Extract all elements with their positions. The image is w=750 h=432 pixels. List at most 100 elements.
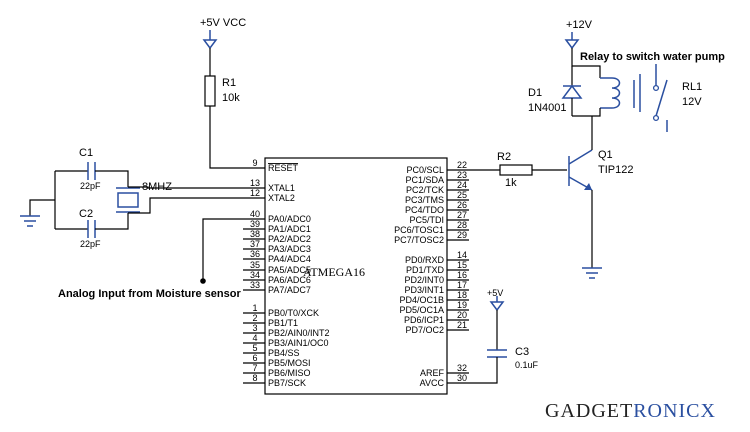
pin-name: PD7/OC2: [405, 325, 444, 335]
pin-number: 39: [250, 219, 260, 229]
pin-name: PB2/AIN0/INT2: [268, 328, 330, 338]
c3-ref: C3: [515, 346, 529, 358]
q1-emitter-arrow: [584, 183, 592, 190]
brand-b: RONICX: [633, 400, 716, 422]
pin-name: RESET: [268, 163, 299, 173]
pin-number: 35: [250, 260, 260, 270]
analog-note: Analog Input from Moisture sensor: [58, 288, 241, 300]
pin-name: PB4/SS: [268, 348, 300, 358]
pin-number: 38: [250, 229, 260, 239]
pin-number: 8: [252, 373, 257, 383]
pin-number: 24: [457, 180, 467, 190]
chip-name: ATMEGA16: [303, 265, 365, 279]
pin-number: 1: [252, 303, 257, 313]
r1-value: 10k: [222, 92, 240, 104]
xtal2-wire: [128, 197, 243, 214]
pin-number: 19: [457, 300, 467, 310]
pin-name: PB0/T0/XCK: [268, 308, 319, 318]
crystal-body: [117, 192, 139, 208]
pin-name: PA5/ADC5: [268, 265, 311, 275]
mcu-body: [264, 157, 448, 395]
relay-note: Relay to switch water pump: [580, 51, 725, 63]
vcc12-symbol: [564, 32, 580, 50]
relay-bottom-wire: [572, 108, 601, 117]
pin-number: 7: [252, 363, 257, 373]
vcc5-symbol: [202, 30, 218, 50]
pin-number: 15: [457, 260, 467, 270]
pin-number: 25: [457, 190, 467, 200]
pin-number: 13: [250, 178, 260, 188]
pin-number: 30: [457, 373, 467, 383]
xtal1-wire: [128, 186, 243, 189]
relay-switch-arm: [655, 79, 668, 117]
d1-value: 1N4001: [528, 102, 567, 114]
r2-ref: R2: [497, 151, 511, 163]
pin-name: PD1/TXD: [406, 265, 445, 275]
pin-name: PA4/ADC4: [268, 254, 311, 264]
relay-contact-node-top: [652, 84, 660, 92]
pin-name: PC5/TDI: [409, 215, 444, 225]
c2-right-wire: [95, 213, 129, 230]
pin-name: PA6/ADC6: [268, 275, 311, 285]
c2-value: 22pF: [80, 239, 101, 249]
rl1-ref: RL1: [682, 81, 702, 93]
c3-value: 0.1uF: [515, 360, 539, 370]
pin-name: PC0/SCL: [406, 165, 444, 175]
brand-a: GADGET: [545, 400, 633, 422]
pin-name: PB1/T1: [268, 318, 298, 328]
pin-number: 16: [457, 270, 467, 280]
pin-number: 27: [457, 210, 467, 220]
relay-coil: [600, 77, 621, 109]
q1-ref: Q1: [598, 149, 613, 161]
analog-input-node: [200, 278, 206, 284]
pin-number: 17: [457, 280, 467, 290]
pin-number: 22: [457, 160, 467, 170]
avcc-wire: [469, 357, 498, 384]
pin-name: PB5/MOSI: [268, 358, 311, 368]
pin-number: 4: [252, 333, 257, 343]
q1-collector-leg: [568, 149, 593, 165]
c1-right-wire: [95, 170, 129, 187]
pin-number: 40: [250, 209, 260, 219]
crystal-value: 8MHZ: [142, 181, 172, 193]
pin-name: PC1/SDA: [405, 175, 444, 185]
pin-name: PB3/AIN1/OC0: [268, 338, 329, 348]
pin-number: 9: [252, 158, 257, 168]
pin-number: 12: [250, 188, 260, 198]
pin-name: PA1/ADC1: [268, 224, 311, 234]
pin-number: 23: [457, 170, 467, 180]
vcc12-label: +12V: [566, 19, 593, 31]
pin-number: 5: [252, 343, 257, 353]
r2-resistor: [499, 164, 533, 176]
brand-logo: GADGETRONICX: [545, 400, 716, 422]
pin-number: 2: [252, 313, 257, 323]
diode-triangle: [561, 84, 583, 99]
vcc5-label: +5V VCC: [200, 17, 246, 29]
pin-number: 33: [250, 280, 260, 290]
pin-name: XTAL1: [268, 183, 295, 193]
pin-name: PC2/TCK: [406, 185, 444, 195]
pin-number: 26: [457, 200, 467, 210]
pin-name: PC3/TMS: [405, 195, 444, 205]
pin-name: PD6/ICP1: [404, 315, 444, 325]
pin-name: PC7/TOSC2: [394, 235, 444, 245]
pin-name: PA3/ADC3: [268, 244, 311, 254]
pin-number: 14: [457, 250, 467, 260]
c1-ref: C1: [79, 147, 93, 159]
pin-name: PA0/ADC0: [268, 214, 311, 224]
d1-ref: D1: [528, 87, 542, 99]
vcc5-small-label: +5V: [487, 288, 503, 298]
pin-number: 20: [457, 310, 467, 320]
reset-wire: [209, 106, 243, 169]
relay-contact-node-bottom: [652, 114, 660, 122]
rl1-value: 12V: [682, 96, 702, 108]
r2-value: 1k: [505, 177, 517, 189]
pin-name: PD2/INT0: [404, 275, 444, 285]
pin-name: PA7/ADC7: [268, 285, 311, 295]
pin-number: 36: [250, 249, 260, 259]
pin-number: 28: [457, 220, 467, 230]
pin-number: 37: [250, 239, 260, 249]
c2-ref: C2: [79, 208, 93, 220]
